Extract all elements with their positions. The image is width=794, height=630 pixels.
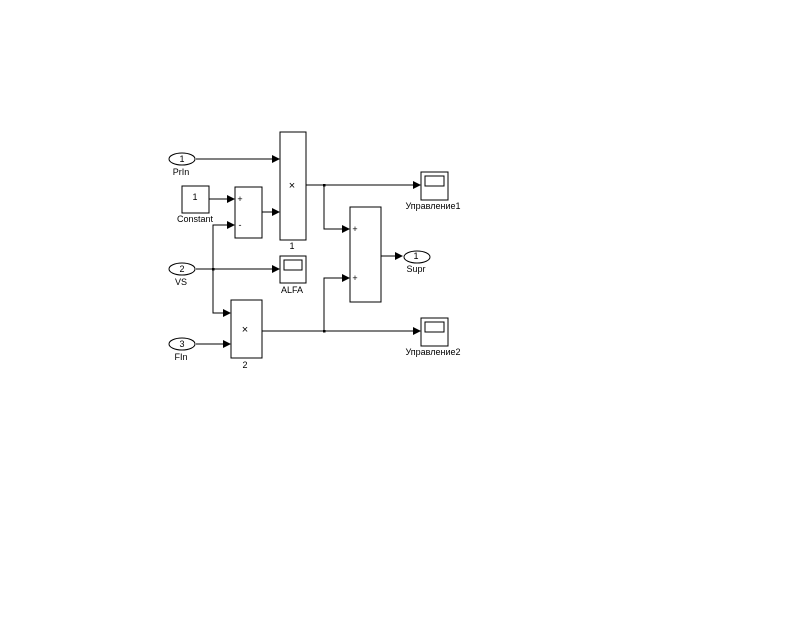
- inport-vs[interactable]: 2 VS: [168, 262, 196, 287]
- product1-block[interactable]: × 1: [279, 131, 307, 251]
- scope-alfa[interactable]: ALFA: [279, 255, 307, 295]
- sum2-shape[interactable]: [349, 206, 382, 303]
- line-vs-to-sum1[interactable]: [212, 221, 235, 269]
- sum2-block[interactable]: + +: [349, 206, 382, 303]
- product1-label: 1: [289, 241, 294, 251]
- inport-fin-number: 3: [179, 339, 184, 349]
- sum2-sign-top: +: [352, 224, 357, 234]
- sum1-sign-top: +: [237, 194, 242, 204]
- scope-upravlenie2-screen-icon: [424, 321, 445, 333]
- outport-supr[interactable]: 1 Supr: [403, 250, 431, 274]
- product2-shape[interactable]: [230, 299, 263, 359]
- inport-fin[interactable]: 3 FIn: [168, 337, 196, 362]
- inport-prin-number: 1: [179, 154, 184, 164]
- inport-prin-shape[interactable]: [168, 152, 196, 166]
- inport-fin-label: FIn: [174, 352, 187, 362]
- line-vs-to-product2[interactable]: [212, 269, 231, 317]
- scope-upravlenie1[interactable]: Управление1: [405, 171, 461, 211]
- inport-fin-shape[interactable]: [168, 337, 196, 351]
- product1-symbol: ×: [289, 180, 295, 192]
- sum1-shape[interactable]: [234, 186, 263, 239]
- sum1-block[interactable]: + -: [234, 186, 263, 239]
- scope-alfa-screen-icon: [283, 259, 303, 271]
- constant-shape[interactable]: [181, 185, 210, 214]
- product2-label: 2: [242, 360, 247, 370]
- scope-upravlenie1-label: Управление1: [405, 201, 460, 211]
- product1-shape[interactable]: [279, 131, 307, 241]
- branch-point-vs: [212, 268, 215, 271]
- scope-upravlenie2-label: Управление2: [405, 347, 460, 357]
- constant-label: Constant: [177, 214, 214, 224]
- scope-upravlenie2[interactable]: Управление2: [405, 317, 461, 357]
- outport-supr-shape[interactable]: [403, 250, 431, 264]
- signal-lines: [196, 155, 421, 348]
- inport-prin-label: PrIn: [173, 167, 190, 177]
- product2-symbol: ×: [242, 324, 248, 336]
- constant-value: 1: [192, 192, 197, 202]
- outport-supr-number: 1: [413, 251, 418, 261]
- branch-point-product2: [323, 330, 326, 333]
- scope-upravlenie1-screen-icon: [424, 175, 445, 187]
- inport-vs-label: VS: [175, 277, 187, 287]
- inport-prin[interactable]: 1 PrIn: [168, 152, 196, 177]
- line-product1-to-sum2[interactable]: [323, 185, 350, 233]
- outport-supr-label: Supr: [406, 264, 425, 274]
- branch-point-product1: [323, 184, 326, 187]
- inport-vs-number: 2: [179, 264, 184, 274]
- scope-alfa-label: ALFA: [281, 285, 303, 295]
- branch-points: [212, 184, 326, 333]
- product2-block[interactable]: × 2: [230, 299, 263, 370]
- sum1-sign-bottom: -: [239, 220, 242, 230]
- line-product2-to-sum2[interactable]: [323, 274, 350, 331]
- inport-vs-shape[interactable]: [168, 262, 196, 276]
- sum2-sign-bottom: +: [352, 273, 357, 283]
- constant-block[interactable]: 1 Constant: [177, 185, 214, 224]
